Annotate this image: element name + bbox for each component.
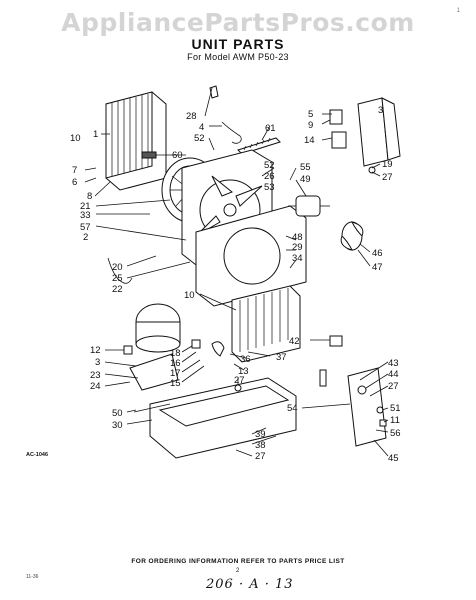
callout-25: 25 — [112, 273, 123, 284]
callout-61: 61 — [265, 123, 276, 134]
callout-49: 49 — [300, 174, 311, 185]
evaporator-coil — [105, 91, 167, 191]
callout-22: 22 — [112, 284, 123, 295]
callout-24: 24 — [90, 381, 101, 392]
callout-10: 10 — [184, 290, 195, 301]
callout-48: 48 — [292, 232, 303, 243]
condenser-fan — [340, 221, 364, 251]
callout-4: 4 — [199, 122, 204, 133]
callout-43: 43 — [388, 358, 399, 369]
power-cord — [107, 257, 133, 284]
callout-7: 7 — [72, 165, 77, 176]
callout-57: 57 — [80, 222, 91, 233]
callout-52: 52 — [264, 160, 275, 171]
switch-44 — [357, 385, 367, 395]
callout-46: 46 — [372, 248, 383, 259]
callout-2: 2 — [83, 232, 88, 243]
callout-33: 33 — [80, 210, 91, 221]
callout-39: 39 — [255, 429, 266, 440]
callout-27: 27 — [234, 375, 245, 386]
callout-27: 27 — [255, 451, 266, 462]
leader-lines — [84, 87, 389, 457]
callout-37: 37 — [276, 352, 287, 363]
screw-19 — [368, 166, 376, 174]
callout-30: 30 — [112, 420, 123, 431]
callout-23: 23 — [90, 370, 101, 381]
strap-36 — [211, 341, 225, 357]
condenser-coil — [231, 285, 301, 363]
callout-28: 28 — [186, 111, 197, 122]
handwritten-stamp: 206 · A · 13 — [206, 577, 294, 592]
callout-45: 45 — [388, 453, 399, 464]
filter-clip — [141, 151, 157, 159]
callout-8: 8 — [87, 191, 92, 202]
callout-11: 11 — [390, 415, 400, 426]
callout-3: 3 — [378, 105, 383, 116]
callout-9: 9 — [308, 120, 313, 131]
ordering-note: FOR ORDERING INFORMATION REFER TO PARTS … — [131, 558, 345, 565]
callout-50: 50 — [112, 408, 123, 419]
overload-protector — [123, 345, 133, 355]
fan-motor — [288, 195, 330, 217]
callout-54: 54 — [287, 403, 298, 414]
page-number: 2 — [236, 568, 240, 574]
corner-mark: 1 — [456, 8, 460, 14]
mount-plate — [129, 353, 179, 391]
callout-34: 34 — [292, 253, 303, 264]
watermark-text: AppliancePartsPros.com — [61, 8, 415, 37]
sensing-bulb — [221, 121, 242, 144]
control-box — [347, 367, 387, 447]
callout-51: 51 — [390, 403, 401, 414]
base-pan — [149, 377, 297, 459]
callout-16: 16 — [170, 358, 181, 369]
callout-6: 6 — [72, 177, 77, 188]
callout-17: 17 — [170, 368, 181, 379]
callout-55: 55 — [300, 162, 311, 173]
condenser-shroud — [195, 205, 307, 307]
model-subtitle: For Model AWM P50-23 — [187, 52, 289, 62]
capacitor-small — [319, 369, 327, 387]
compressor — [135, 303, 181, 353]
callout-36: 36 — [240, 354, 251, 365]
callout-20: 20 — [112, 262, 123, 273]
grille-slot — [243, 137, 271, 151]
callout-15: 15 — [170, 378, 181, 389]
callout-14: 14 — [304, 135, 315, 146]
drain-tube — [133, 403, 171, 413]
thermostat-body — [331, 131, 347, 149]
callout-1: 1 — [93, 129, 98, 140]
callout-60: 60 — [172, 150, 183, 161]
callout-29: 29 — [292, 242, 303, 253]
callout-10: 10 — [70, 133, 81, 144]
callout-26: 26 — [264, 171, 275, 182]
callout-56: 56 — [390, 428, 401, 439]
callout-27: 27 — [382, 172, 393, 183]
callout-18: 18 — [170, 348, 181, 359]
reference-code: AC-1046 — [26, 452, 49, 458]
callout-12: 12 — [90, 345, 101, 356]
form-code: 11-36 — [26, 574, 39, 580]
switch-knob — [329, 109, 343, 125]
capacitor-42 — [329, 335, 343, 347]
callout-52: 52 — [194, 133, 205, 144]
callout-38: 38 — [255, 440, 266, 451]
callout-27: 27 — [388, 381, 399, 392]
diagram-title: UNIT PARTS — [191, 36, 285, 52]
callout-21: 21 — [80, 201, 91, 212]
callout-47: 47 — [372, 262, 383, 273]
callout-3: 3 — [95, 357, 100, 368]
control-bracket-side — [381, 97, 401, 161]
callout-5: 5 — [308, 109, 313, 120]
callout-13: 13 — [238, 366, 249, 377]
callout-42: 42 — [289, 336, 300, 347]
callout-19: 19 — [382, 159, 393, 170]
callout-labels: 28 4 52 61 60 10 1 7 6 8 21 33 57 2 20 2… — [70, 105, 401, 464]
terminal-11 — [379, 419, 387, 427]
callout-53: 53 — [264, 182, 275, 193]
grommet-18 — [191, 339, 201, 349]
callout-44: 44 — [388, 369, 399, 380]
